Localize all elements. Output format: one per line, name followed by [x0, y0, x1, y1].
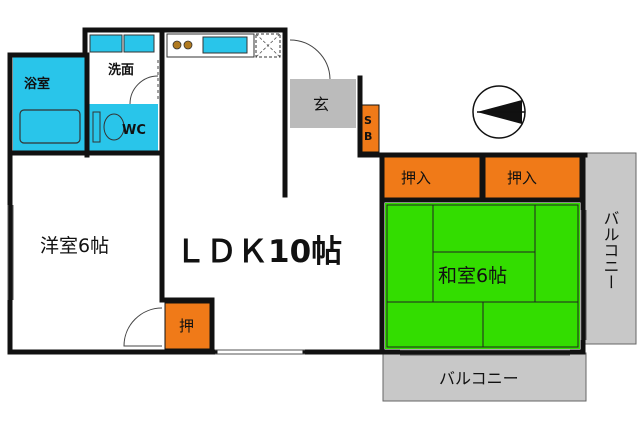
- toilet-tank-icon: [92, 111, 101, 143]
- entrance-label: 玄: [313, 95, 329, 114]
- entrance-door-swing: [289, 39, 331, 80]
- balcony-bottom-label: バルコニー: [439, 369, 519, 388]
- washer-icon: [123, 34, 155, 53]
- sink-icon: [202, 36, 248, 54]
- bath-label: 浴室: [24, 76, 50, 92]
- tatami-lines: [386, 204, 579, 348]
- door-swing-closet: [123, 307, 163, 347]
- western-room-label: 洋室6帖: [40, 235, 109, 257]
- north-arrow-icon: [472, 85, 526, 139]
- washroom-label: 洗面: [108, 62, 134, 78]
- shoe-box-label: S: [364, 114, 372, 127]
- closet-right-label: 押入: [507, 169, 537, 187]
- stove-burner-icon: [172, 40, 182, 50]
- bathtub: [19, 109, 81, 144]
- stove-burner-icon: [183, 40, 193, 50]
- toilet-label: WC: [122, 123, 146, 138]
- balcony-bottom: [382, 352, 587, 402]
- balcony-side: [584, 152, 637, 345]
- japanese-room-label: 和室6帖: [438, 265, 507, 287]
- windows: [7, 205, 587, 356]
- washbasin-icon: [89, 34, 123, 53]
- closet-small-label: 押: [179, 317, 194, 335]
- shoe-box-label-b: B: [364, 130, 372, 143]
- ldk-label: ＬＤＫ10帖: [175, 234, 342, 270]
- balcony-side-label: バルコニー: [601, 210, 620, 290]
- closet-small: [164, 302, 213, 350]
- toilet-icon: [103, 113, 125, 141]
- shoe-box: [360, 104, 380, 153]
- walls: [7, 27, 588, 355]
- closet-left-label: 押入: [401, 169, 431, 187]
- closet-left: [382, 155, 481, 199]
- door-swing-wc: [129, 75, 159, 105]
- entrance-area: [290, 79, 356, 128]
